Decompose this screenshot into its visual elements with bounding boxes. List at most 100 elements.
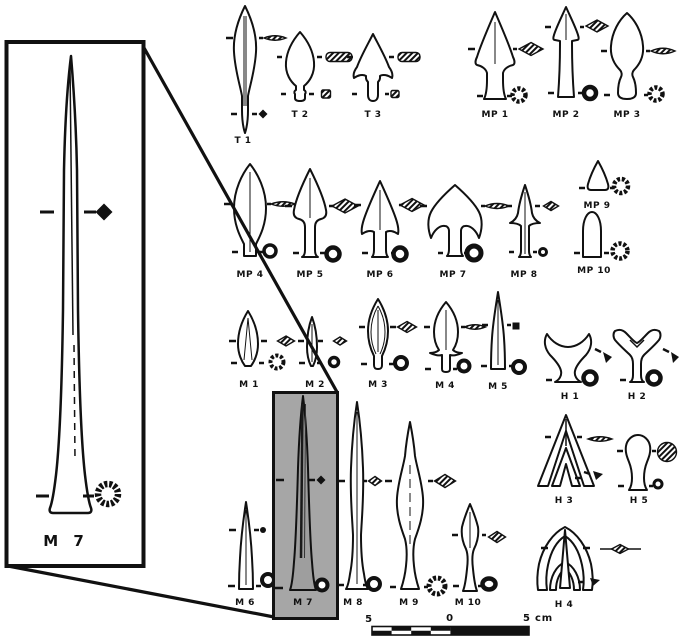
type-label: M 7 bbox=[293, 598, 313, 608]
cross-section-ring-icon bbox=[581, 369, 599, 387]
cross-section-ring-icon bbox=[538, 247, 548, 257]
type-label: MP 6 bbox=[367, 270, 394, 280]
cross-section-ring-icon bbox=[510, 86, 528, 104]
type-H2: H 2 bbox=[612, 328, 679, 402]
type-M9: M 9 bbox=[385, 421, 457, 608]
callout-line-top bbox=[141, 45, 339, 393]
cross-section-diamond-icon bbox=[584, 19, 610, 33]
callout-line-bottom bbox=[7, 564, 275, 619]
type-label: M 9 bbox=[399, 598, 419, 608]
cross-section-diamond-icon bbox=[276, 335, 296, 347]
blade-m7 bbox=[289, 395, 317, 591]
type-M6: M 6 bbox=[228, 501, 276, 608]
scale-bar: 5 0 5 cm bbox=[365, 613, 552, 636]
cross-section-ring-icon bbox=[391, 245, 409, 263]
type-label: T 2 bbox=[291, 110, 308, 120]
type-M8: M 8 bbox=[337, 401, 383, 608]
type-M10: M 10 bbox=[452, 503, 507, 608]
cross-section-ring-icon bbox=[611, 176, 631, 196]
type-label: MP 2 bbox=[553, 110, 580, 120]
cross-section-ring-icon bbox=[268, 353, 286, 371]
type-MP4: MP 4 bbox=[224, 163, 297, 280]
type-T1: T 1 bbox=[226, 5, 288, 146]
type-label: M 6 bbox=[235, 598, 255, 608]
cross-section-lens-icon bbox=[462, 324, 488, 330]
cross-section-diamond-icon bbox=[433, 473, 457, 489]
type-MP7: MP 7 bbox=[420, 184, 511, 280]
cross-section-diamond-icon bbox=[487, 530, 507, 544]
cross-section-ring-icon bbox=[314, 577, 330, 593]
type-label: M 5 bbox=[488, 382, 508, 392]
cross-section-ring-icon bbox=[480, 576, 498, 592]
type-label: H 1 bbox=[561, 392, 579, 402]
type-label: T 3 bbox=[364, 110, 381, 120]
type-label: H 3 bbox=[555, 496, 573, 506]
type-MP1: MP 1 bbox=[468, 11, 545, 120]
type-MP3: MP 3 bbox=[601, 12, 677, 120]
type-H5: H 5 bbox=[617, 434, 678, 506]
cross-section-ring-icon bbox=[647, 85, 665, 103]
cross-section-ring-icon bbox=[511, 359, 527, 375]
cross-section-diamond-icon bbox=[330, 198, 360, 214]
type-MP6: MP 6 bbox=[354, 180, 426, 280]
cross-section-ring-icon bbox=[393, 355, 409, 371]
type-H1: H 1 bbox=[543, 333, 612, 402]
type-label: MP 9 bbox=[584, 201, 611, 211]
type-MP10: MP 10 bbox=[574, 211, 630, 276]
type-M1: M 1 bbox=[229, 310, 296, 390]
type-label: M 3 bbox=[368, 380, 388, 390]
type-T2: T 2 bbox=[277, 31, 353, 120]
type-MP5: MP 5 bbox=[285, 168, 360, 280]
cross-section-diamond-icon bbox=[610, 543, 630, 555]
type-label: MP 10 bbox=[577, 266, 611, 276]
inset-label: M 7 bbox=[43, 532, 89, 550]
cross-section-diamond-icon bbox=[258, 109, 268, 119]
cross-section-lens-icon bbox=[262, 35, 288, 41]
scale-left-label: 5 bbox=[365, 614, 373, 625]
scale-bar-solid-half bbox=[450, 626, 529, 635]
cross-section-ring-icon bbox=[327, 355, 341, 369]
inset-cross-section-diamond-icon bbox=[95, 203, 113, 221]
scale-center-label: 0 bbox=[446, 613, 454, 624]
cross-section-diamond-icon bbox=[542, 200, 560, 212]
cross-section-ring-icon bbox=[456, 358, 472, 374]
cross-section-ring-icon bbox=[464, 243, 484, 263]
arrow-pointer-icon bbox=[671, 352, 679, 363]
type-label: T 1 bbox=[234, 136, 251, 146]
type-label: H 5 bbox=[630, 496, 648, 506]
cross-section-diamond-icon bbox=[316, 475, 326, 485]
cross-section-diamond-icon bbox=[396, 320, 418, 334]
cross-section-ring-icon bbox=[652, 478, 664, 490]
type-M4: M 4 bbox=[424, 301, 488, 391]
arrow-pointer-icon bbox=[603, 352, 612, 363]
cross-section-lens-icon bbox=[586, 436, 614, 442]
type-M3: M 3 bbox=[359, 298, 418, 390]
type-label: MP 7 bbox=[440, 270, 467, 280]
type-M5: M 5 bbox=[481, 291, 527, 392]
cross-section-bar-icon bbox=[397, 51, 421, 63]
cross-section-ring-icon bbox=[581, 84, 599, 102]
arrow-pointer-icon bbox=[593, 471, 603, 480]
type-label: M 2 bbox=[305, 380, 325, 390]
type-label: MP 3 bbox=[614, 110, 641, 120]
cross-section-square-icon bbox=[512, 322, 520, 330]
type-M2: M 2 bbox=[298, 316, 348, 390]
type-label: H 4 bbox=[555, 600, 573, 610]
type-label: H 2 bbox=[628, 392, 646, 402]
type-T3: T 3 bbox=[347, 33, 421, 120]
cross-section-square-icon bbox=[390, 89, 400, 99]
type-H3: H 3 bbox=[537, 414, 614, 506]
type-MP2: MP 2 bbox=[545, 6, 610, 120]
cross-section-lens-icon bbox=[649, 47, 677, 55]
cross-section-diamond-icon bbox=[332, 336, 348, 346]
type-MP9: MP 9 bbox=[579, 160, 631, 211]
inset-cross-section-ring-icon bbox=[94, 480, 122, 508]
cross-section-ring-icon bbox=[426, 575, 448, 597]
arrow-pointer-icon bbox=[590, 578, 600, 586]
type-M7-highlighted: M 7 bbox=[272, 391, 339, 620]
cross-section-diamond-icon bbox=[367, 475, 383, 487]
type-label: M 10 bbox=[455, 598, 482, 608]
cross-section-ring-icon bbox=[366, 576, 382, 592]
